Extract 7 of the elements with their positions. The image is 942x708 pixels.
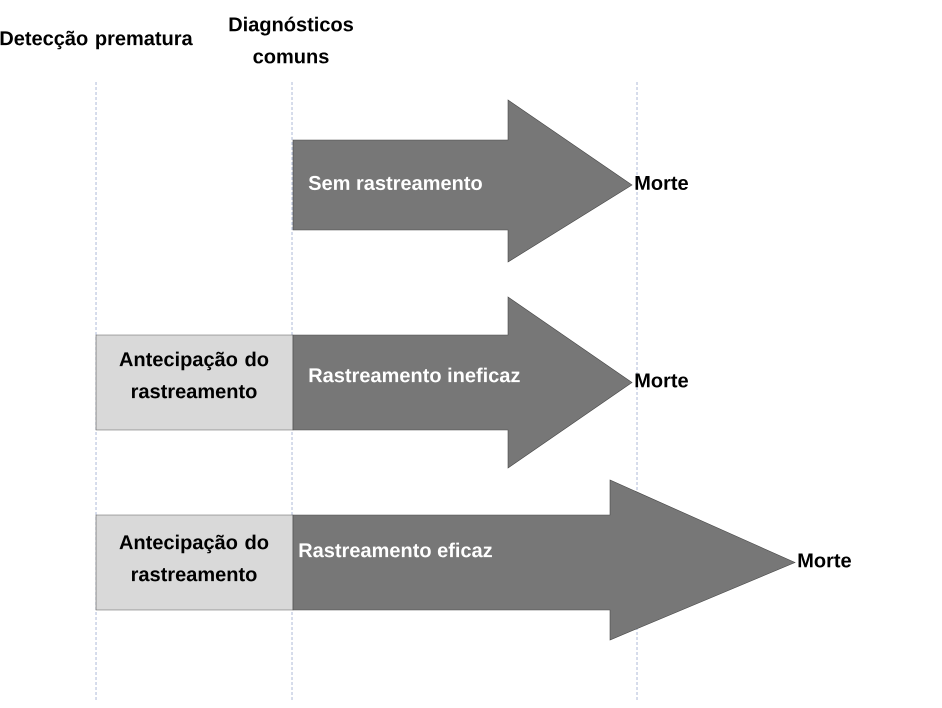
- end-label: Morte: [636, 374, 688, 388]
- process-box: Antecipação do rastreamento: [96, 334, 294, 430]
- column-heading: Diagnósticos comuns: [230, 16, 353, 64]
- end-label: Morte: [798, 554, 851, 568]
- column-heading: Detecção prematura: [0, 30, 193, 50]
- process-box: Antecipação do rastreamento: [96, 514, 294, 610]
- end-label: Morte: [636, 176, 688, 190]
